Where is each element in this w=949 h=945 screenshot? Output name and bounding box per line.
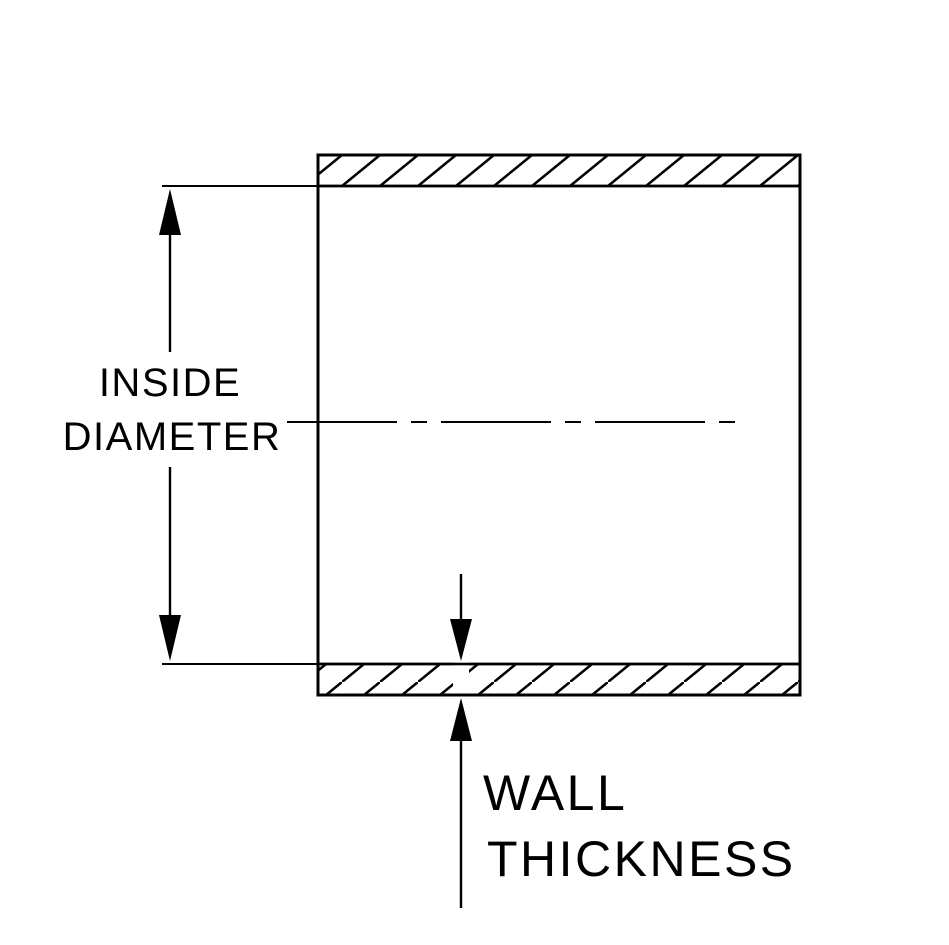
arrowhead-down-icon — [450, 619, 472, 661]
tube-cross-section — [316, 153, 802, 697]
inside-diameter-dimension: INSIDE DIAMETER — [63, 185, 318, 665]
inside-diameter-label-line1: INSIDE — [99, 361, 241, 405]
arrowhead-up-icon — [450, 698, 472, 741]
wall-thickness-dimension: WALL THICKNESS — [450, 574, 796, 908]
arrowhead-down-icon — [159, 615, 181, 661]
bottom-wall-hatching — [316, 662, 802, 697]
hatching-gap — [453, 666, 469, 693]
arrowhead-up-icon — [159, 189, 181, 235]
tube-outline — [316, 153, 802, 697]
top-wall-hatching — [316, 153, 802, 188]
inside-diameter-label-line2: DIAMETER — [63, 415, 282, 459]
wall-thickness-label-line1: WALL — [483, 765, 627, 821]
wall-thickness-label-line2: THICKNESS — [487, 831, 796, 887]
